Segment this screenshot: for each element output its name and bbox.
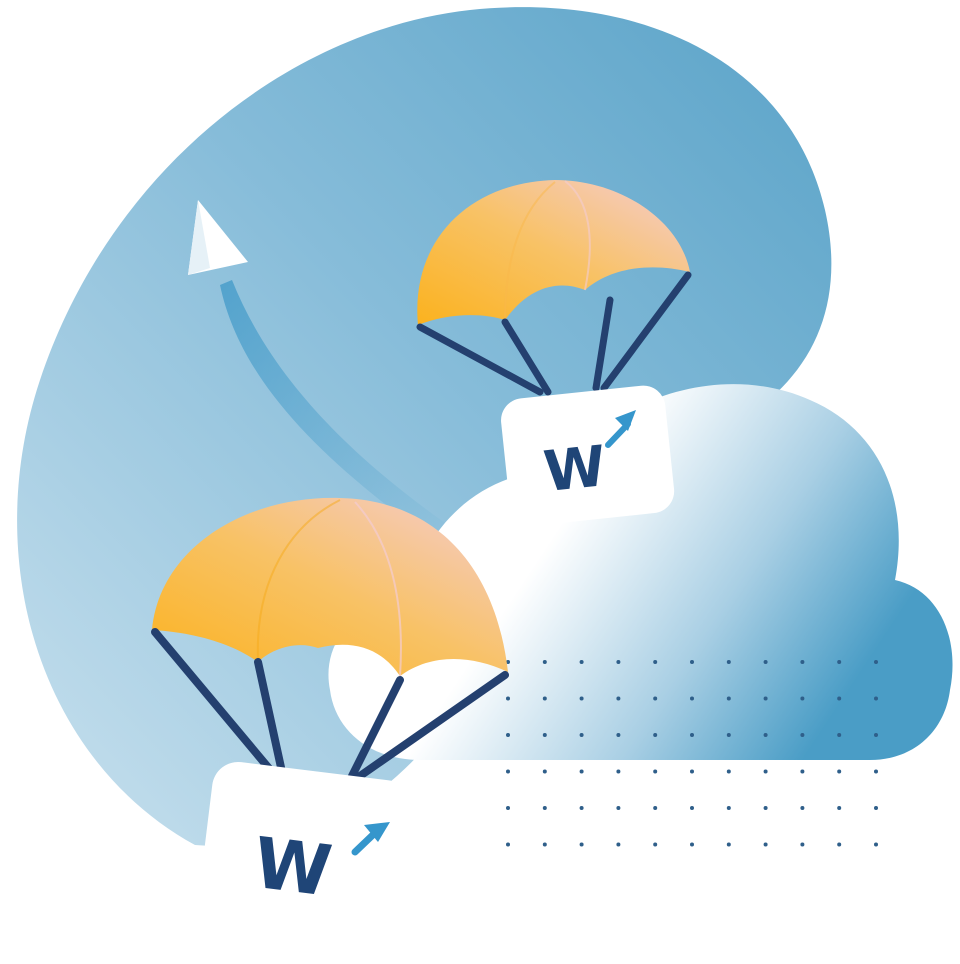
grid-dot (763, 696, 768, 701)
grid-dot (616, 769, 621, 774)
logo-icon: W (541, 410, 636, 505)
grid-dot (763, 769, 768, 774)
cloud-icon (328, 384, 953, 760)
grid-dot (763, 806, 768, 810)
canopy (152, 497, 508, 676)
grid-dot (800, 842, 805, 847)
grid-dot (579, 806, 584, 810)
grid-dot (837, 842, 842, 847)
grid-dot (616, 733, 621, 737)
grid-dot (579, 842, 584, 847)
grid-dot (579, 769, 584, 774)
grid-dot (616, 696, 621, 701)
grid-dot (653, 769, 658, 774)
dot-grid (506, 660, 878, 847)
grid-dot (542, 733, 547, 737)
grid-dot (542, 660, 547, 664)
grid-dot (800, 733, 805, 737)
grid-dot (800, 696, 805, 701)
grid-dot (616, 842, 621, 847)
grid-dot (653, 733, 658, 737)
grid-dot (837, 806, 842, 810)
grid-dot (506, 696, 510, 701)
grid-dot (506, 806, 510, 810)
grid-dot (874, 842, 878, 847)
paper-plane-icon (188, 200, 248, 275)
parcel-box (198, 761, 411, 945)
grid-dot (726, 842, 731, 847)
ropes (151, 628, 509, 780)
logo-icon: W (249, 822, 390, 913)
grid-dot (653, 806, 658, 810)
grid-dot (506, 660, 510, 664)
grid-dot (726, 733, 731, 737)
grid-dot (690, 769, 694, 774)
grid-dot (874, 733, 878, 737)
grid-dot (542, 842, 547, 847)
grid-dot (874, 769, 878, 774)
grid-dot (542, 806, 547, 810)
grid-dot (616, 806, 621, 810)
grid-dot (579, 733, 584, 737)
grid-dot (690, 696, 694, 701)
grid-dot (726, 696, 731, 701)
logo-letter: W (249, 822, 336, 913)
grid-dot (690, 733, 694, 737)
grid-dot (506, 769, 510, 774)
grid-dot (726, 769, 731, 774)
grid-dot (837, 660, 842, 664)
grid-dot (726, 806, 731, 810)
grid-dot (690, 660, 694, 664)
logo-letter: W (541, 434, 609, 505)
grid-dot (653, 696, 658, 701)
grid-dot (542, 696, 547, 701)
ropes (416, 271, 692, 396)
parachute-icon: W (416, 180, 692, 526)
grid-dot (506, 842, 510, 847)
grid-dot (506, 733, 510, 737)
grid-dot (690, 806, 694, 810)
canopy (417, 180, 690, 325)
grid-dot (837, 733, 842, 737)
grid-dot (874, 696, 878, 701)
grid-dot (542, 769, 547, 774)
grid-dot (653, 660, 658, 664)
grid-dot (616, 660, 621, 664)
grid-dot (726, 660, 731, 664)
grid-dot (874, 660, 878, 664)
arrow-icon (351, 822, 390, 856)
grid-dot (579, 696, 584, 701)
grid-dot (653, 842, 658, 847)
grid-dot (763, 842, 768, 847)
parachute-icon: W (151, 497, 509, 945)
grid-dot (579, 660, 584, 664)
grid-dot (837, 769, 842, 774)
paper-plane-trail (220, 280, 455, 545)
arrow-icon (605, 410, 636, 448)
grid-dot (874, 806, 878, 810)
grid-dot (800, 660, 805, 664)
grid-dot (800, 806, 805, 810)
grid-dot (763, 660, 768, 664)
grid-dot (763, 733, 768, 737)
grid-dot (800, 769, 805, 774)
grid-dot (837, 696, 842, 701)
grid-dot (690, 842, 694, 847)
